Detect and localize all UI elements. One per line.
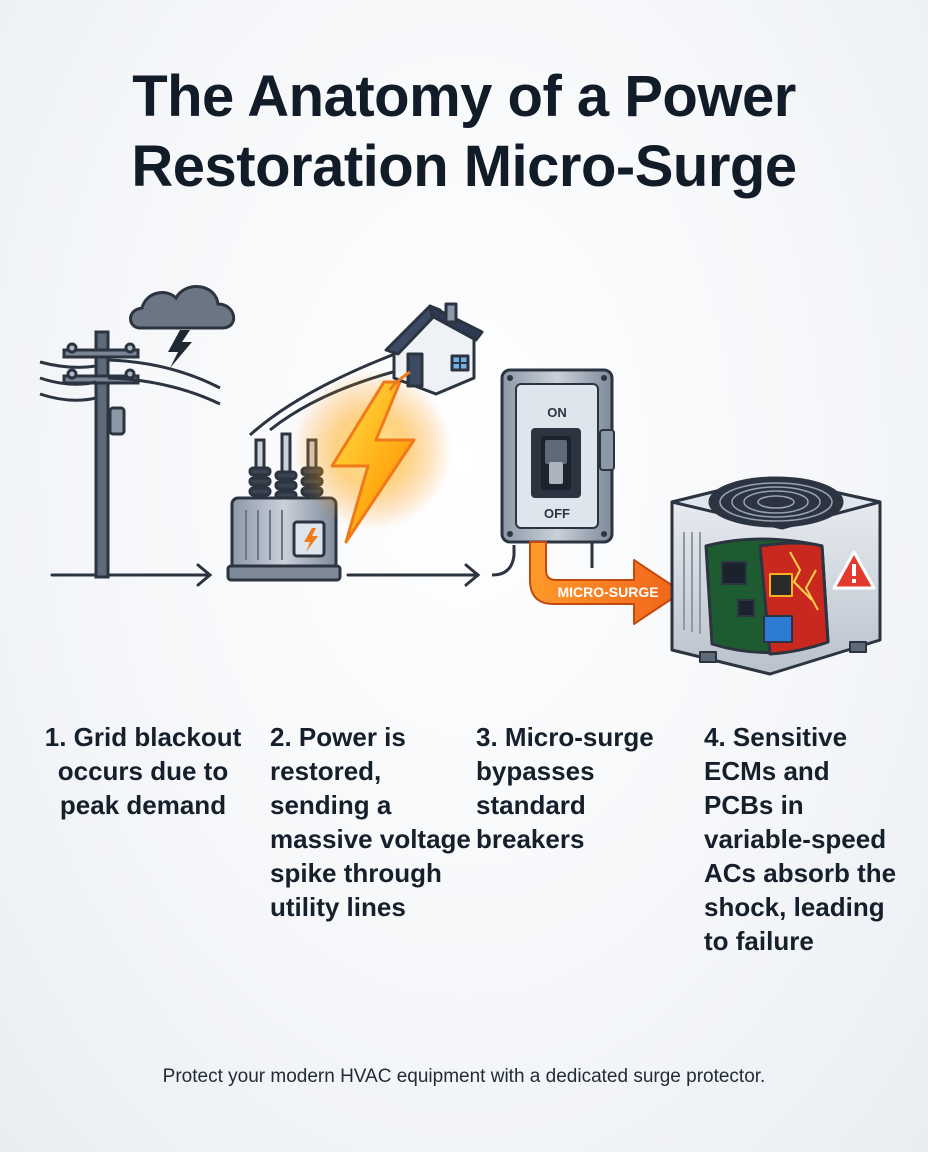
step-4-number: 4. [704,722,726,752]
step-1-text: Grid blackout occurs due to peak demand [57,722,242,820]
breaker-off-label: OFF [544,506,570,521]
title-line-2: Restoration Micro-Surge [131,134,797,199]
warning-icon [832,550,876,590]
wire-to-breaker [491,545,516,577]
step-2-text: Power is restored, sending a massive vol… [270,722,471,922]
utility-pole-icon [39,330,221,579]
step-1: 1. Grid blackout occurs due to peak dema… [38,720,248,822]
footer-note: Protect your modern HVAC equipment with … [162,1066,766,1087]
flow-arrow-1 [50,563,213,587]
step-4: 4. Sensitive ECMs and PCBs in variable-s… [704,720,904,958]
step-2-number: 2. [270,722,292,752]
step-4-text: Sensitive ECMs and PCBs in variable-spee… [704,722,897,956]
house-icon [384,302,484,396]
storm-cloud-icon [129,285,235,368]
breaker-on-label: ON [547,405,567,420]
step-3-text: Micro-surge bypasses standard breakers [476,722,654,854]
micro-surge-label: MICRO-SURGE [557,584,658,600]
step-2: 2. Power is restored, sending a massive … [270,720,485,924]
title-line-1: The Anatomy of a Power [132,64,796,129]
micro-surge-arrow [529,541,683,625]
step-1-number: 1. [44,722,67,752]
breaker-panel-icon [500,368,615,544]
page-title: The Anatomy of a Power Restoration Micro… [0,62,928,202]
step-3: 3. Micro-surge bypasses standard breaker… [476,720,676,856]
surge-diagram: ON OFF MICRO-SURGE [39,285,882,676]
ac-unit-icon [670,476,882,676]
flow-arrow-2 [346,563,481,587]
lightning-bolt-icon [292,370,452,544]
step-3-number: 3. [476,722,498,752]
